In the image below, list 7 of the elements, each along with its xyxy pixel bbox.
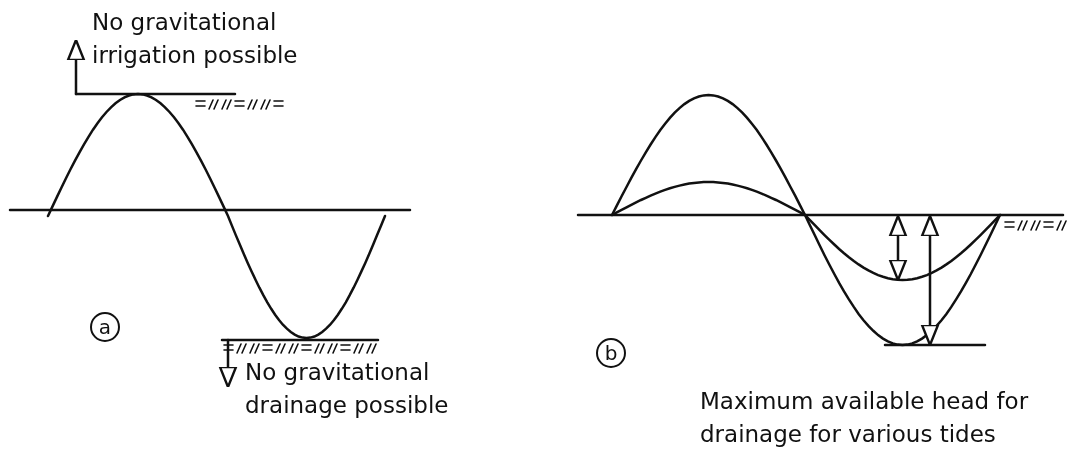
annotation-text: Maximum available head for drainage for various tides: [700, 387, 1030, 449]
annotation-text: No gravitational drainage possible: [245, 358, 450, 420]
annotation-text: No gravitational irrigation possible: [92, 8, 299, 70]
panel-marker: [90, 312, 120, 342]
panel-letter: a: [98, 317, 112, 337]
panel-marker: [596, 338, 626, 368]
panel-letter: b: [604, 343, 618, 363]
